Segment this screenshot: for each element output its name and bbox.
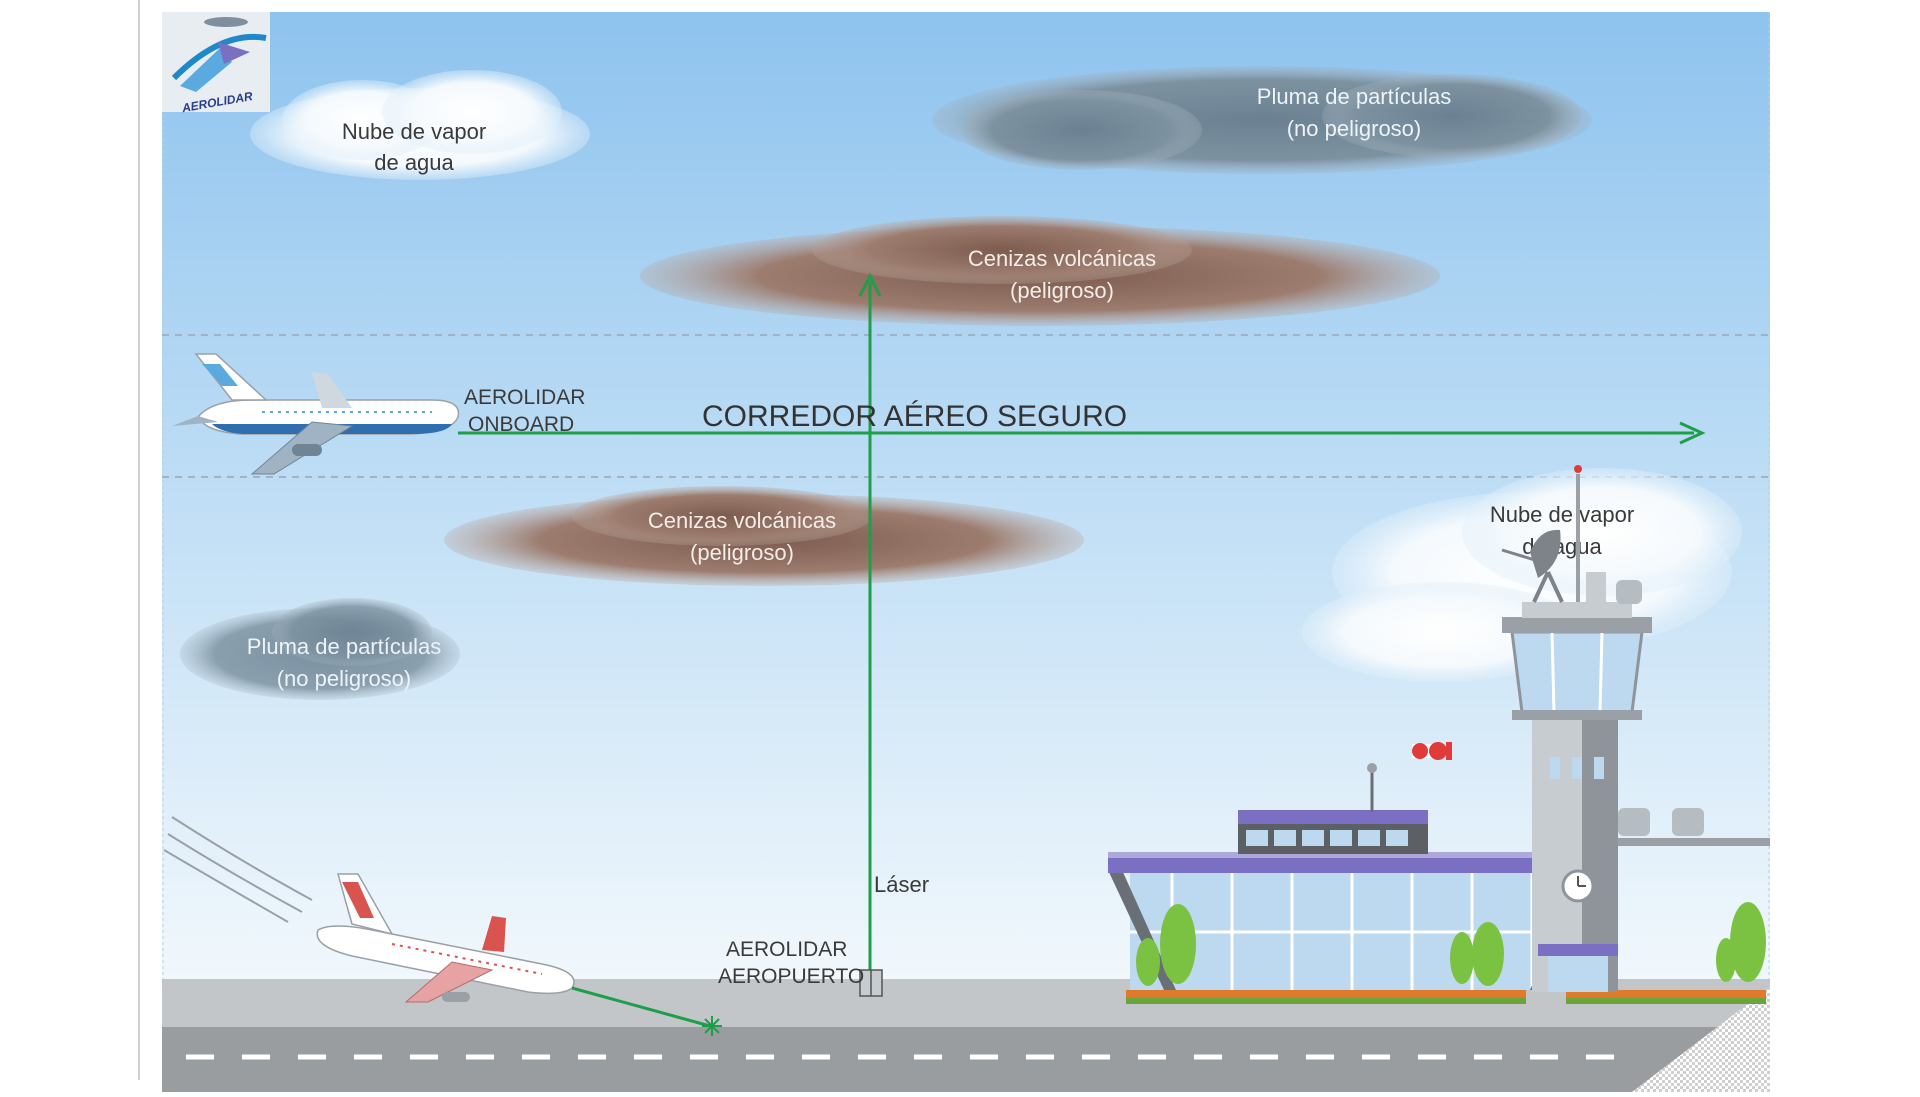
water-vapor-right-line1: Nube de vapor: [1490, 502, 1634, 527]
airport-label-line2: AEROPUERTO: [718, 965, 864, 988]
particle-plume-left-line2: (no peligroso): [277, 666, 412, 691]
corridor-label: CORREDOR AÉREO SEGURO: [702, 400, 1127, 433]
control-tower: [1501, 465, 1652, 992]
aircraft-onboard: [172, 353, 460, 475]
tower-beacon: [1574, 465, 1582, 473]
onboard-label-line1: AEROLIDAR: [464, 386, 585, 409]
volcanic-ash-cloud-upper: Cenizas volcánicas (peligroso): [640, 216, 1440, 326]
laser-impact-icon: [702, 1016, 722, 1036]
airport-label-line1: AEROLIDAR: [726, 938, 847, 961]
laser-label: Láser: [874, 872, 929, 897]
ground-lidar-station: [859, 969, 883, 997]
volcanic-ash-upper-line2: (peligroso): [1010, 278, 1114, 303]
onboard-laser-arrowhead: [1679, 421, 1706, 445]
page-left-rule: [138, 0, 140, 1080]
diagram-canvas: AEROLIDAR Nube de vapor de agua Pluma de…: [162, 12, 1804, 1092]
water-vapor-top-line2: de agua: [374, 150, 454, 175]
particle-plume-left-line1: Pluma de partículas: [247, 634, 441, 659]
diagram-scene: AEROLIDAR Nube de vapor de agua Pluma de…: [162, 12, 1804, 1092]
particle-plume-cloud-left: Pluma de partículas (no peligroso): [180, 598, 460, 700]
radar-dish: [1530, 529, 1561, 578]
volcanic-ash-lower-line1: Cenizas volcánicas: [648, 508, 836, 533]
particle-plume-cloud-top: Pluma de partículas (no peligroso): [932, 66, 1592, 174]
trees: [1136, 902, 1804, 986]
onboard-label-line2: ONBOARD: [468, 413, 574, 436]
runway: [162, 1027, 1770, 1092]
water-vapor-top-line1: Nube de vapor: [342, 119, 486, 144]
airport-terminal: [1108, 742, 1778, 1004]
volcanic-ash-lower-line2: (peligroso): [690, 540, 794, 565]
aerolidar-logo: AEROLIDAR: [162, 12, 270, 115]
water-vapor-cloud-top: Nube de vapor de agua: [250, 70, 590, 180]
volcanic-ash-upper-line1: Cenizas volcánicas: [968, 246, 1156, 271]
particle-plume-top-line2: (no peligroso): [1287, 116, 1422, 141]
hatched-corner: [1632, 987, 1770, 1092]
laser-beams: [458, 272, 1706, 1036]
volcanic-ash-cloud-lower: Cenizas volcánicas (peligroso): [444, 486, 1084, 586]
rooftop-units: [1598, 808, 1778, 846]
landing-laser-beam: [571, 986, 711, 1028]
vertical-laser-arrowhead: [858, 272, 882, 297]
particle-plume-top-line1: Pluma de partículas: [1257, 84, 1451, 109]
aircraft-landing: [163, 816, 575, 1003]
